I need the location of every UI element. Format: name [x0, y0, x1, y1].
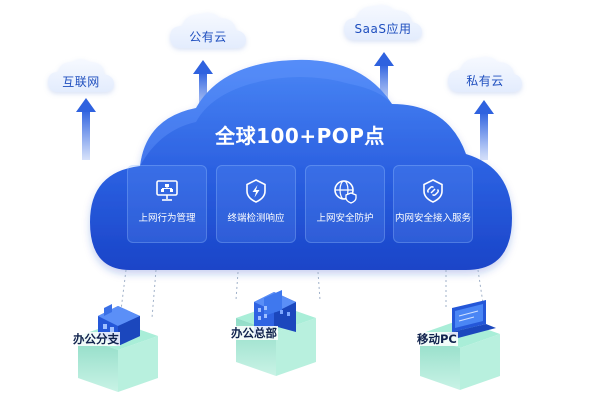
site-label-headquarters: 办公总部: [230, 326, 278, 340]
shield-bolt-icon: [246, 179, 266, 203]
small-cloud-private: [448, 56, 522, 92]
label-saas: SaaS应用: [344, 16, 422, 40]
saas-label: SaaS应用: [354, 21, 412, 36]
service-card-behavior-management: 上网行为管理: [127, 165, 207, 243]
label-private-cloud: 私有云: [448, 68, 522, 92]
small-cloud-saas: [344, 4, 422, 40]
monitor-network-icon: [156, 180, 178, 201]
small-cloud-public: [170, 12, 246, 48]
arrow-to-internet: [76, 98, 96, 160]
service-label-endpoint-detection: 终端检测响应: [227, 213, 285, 224]
public-cloud-label: 公有云: [189, 29, 227, 44]
service-label-web-protection: 上网安全防护: [316, 213, 374, 224]
shield-link-icon: [423, 179, 443, 203]
cloud-title: 全球100+POP点: [215, 124, 385, 148]
arrow-to-saas: [374, 52, 394, 106]
label-internet: 互联网: [48, 70, 114, 92]
site-label-mobile-pc: 移动PC: [416, 332, 458, 346]
service-card-endpoint-detection: 终端检测响应: [216, 165, 296, 243]
small-cloud-internet: [48, 59, 114, 92]
label-public-cloud: 公有云: [170, 24, 246, 48]
private-cloud-label: 私有云: [466, 73, 504, 88]
service-card-web-protection: 上网安全防护: [305, 165, 385, 243]
site-label-branch: 办公分支: [72, 332, 120, 346]
service-card-intranet-access: 内网安全接入服务: [393, 165, 473, 243]
site-connectors: [119, 269, 485, 319]
arrow-to-public-cloud: [193, 60, 213, 114]
service-label-intranet-access: 内网安全接入服务: [395, 213, 472, 224]
arrow-to-private-cloud: [474, 100, 494, 160]
service-label-behavior-management: 上网行为管理: [138, 213, 196, 224]
headquarters-building-icon: [254, 290, 296, 336]
internet-label: 互联网: [62, 74, 100, 89]
laptop-icon: [446, 300, 496, 338]
branch-building-icon: [98, 304, 140, 346]
globe-shield-icon: [334, 180, 357, 204]
main-cloud: [90, 59, 512, 270]
